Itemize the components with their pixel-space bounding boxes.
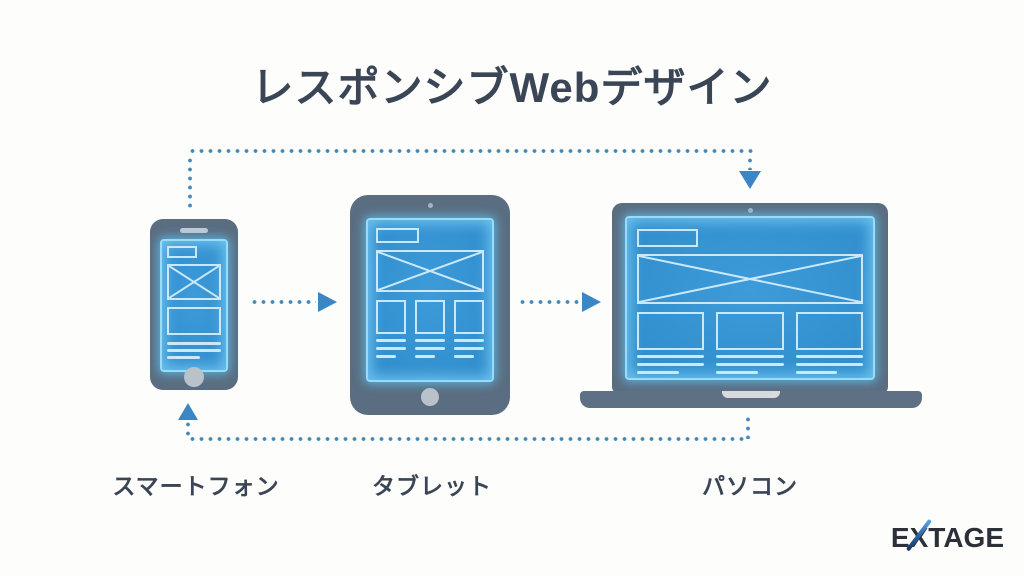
wireframe-text-line [795, 363, 863, 366]
wireframe-thumbnail [376, 300, 406, 334]
wireframe-text-line [716, 363, 784, 366]
tablet-icon [350, 195, 510, 415]
wireframe-thumbnail [415, 300, 445, 334]
wireframe-column [637, 312, 705, 374]
wireframe-thumbnail [716, 312, 784, 350]
wireframe-header [376, 228, 420, 243]
device-label-pc: パソコン [702, 473, 798, 499]
laptop-base-notch [722, 391, 780, 398]
dotted-line-top-horizontal [188, 149, 754, 153]
wireframe-column [795, 312, 863, 374]
wireframe-text-line [454, 347, 484, 350]
wireframe-text-line [454, 339, 484, 342]
arrow-right-icon [318, 292, 337, 312]
wireframe-content-block [167, 307, 221, 335]
wireframe-column [415, 300, 445, 358]
wireframe-text-line [795, 371, 838, 374]
wireframe-text-line [167, 356, 201, 359]
wireframe-thumbnail [637, 312, 705, 350]
phone-screen [160, 239, 228, 372]
wireframe-header [637, 229, 699, 247]
tablet-screen [366, 218, 494, 382]
arrow-right-icon [582, 292, 601, 312]
wireframe-column [454, 300, 484, 358]
wireframe-column [716, 312, 784, 374]
tablet-camera [427, 203, 433, 208]
wireframe-column [376, 300, 406, 358]
dotted-line-tablet-to-pc [518, 300, 580, 304]
dotted-line-bottom-horizontal [188, 437, 748, 441]
arrow-up-icon [178, 403, 198, 420]
wireframe-image-placeholder [167, 264, 221, 300]
device-label-smartphone: スマートフォン [112, 473, 280, 499]
phone-speaker [180, 228, 208, 233]
brand-logo: EXTAGE [890, 518, 1004, 554]
wireframe-text-line [637, 355, 705, 358]
wireframe-text-line [716, 371, 759, 374]
laptop-base [580, 391, 922, 408]
wireframe-text-line [637, 371, 679, 374]
wireframe-text-line [376, 355, 397, 358]
wireframe-text-line [637, 363, 705, 366]
laptop-screen [625, 216, 875, 380]
wireframe-text-line [167, 349, 221, 352]
laptop-webcam [747, 208, 753, 213]
phone-home-button [184, 367, 204, 387]
dotted-line-phone-to-tablet [250, 300, 316, 304]
wireframe-text-line [415, 339, 445, 342]
dotted-line-bottom-left-vertical [186, 420, 190, 436]
wireframe-thumbnail [454, 300, 484, 334]
wireframe-text-line [167, 342, 221, 345]
wireframe-text-line [415, 347, 445, 350]
slide-title: レスポンシブWebデザイン [251, 64, 773, 111]
smartphone-icon [150, 219, 238, 390]
wireframe-text-line [454, 355, 475, 358]
arrow-down-icon [739, 171, 761, 189]
dotted-line-top-left-vertical [188, 156, 192, 208]
wireframe-text-line [716, 355, 784, 358]
wireframe-image-placeholder [637, 254, 863, 304]
logo-text: E [890, 522, 910, 553]
device-label-tablet: タブレット [372, 473, 492, 499]
wireframe-image-placeholder [376, 250, 484, 292]
wireframe-text-line [376, 347, 406, 350]
wireframe-thumbnail [795, 312, 863, 350]
logo-text: TAGE [928, 522, 1004, 553]
dotted-line-top-right-vertical [748, 156, 752, 170]
laptop-icon [612, 203, 888, 393]
wireframe-text-line [376, 339, 406, 342]
wireframe-text-line [795, 355, 863, 358]
wireframe-text-line [415, 355, 436, 358]
wireframe-header [167, 246, 197, 258]
dotted-line-bottom-right-vertical [746, 415, 750, 439]
tablet-home-button [421, 388, 439, 406]
